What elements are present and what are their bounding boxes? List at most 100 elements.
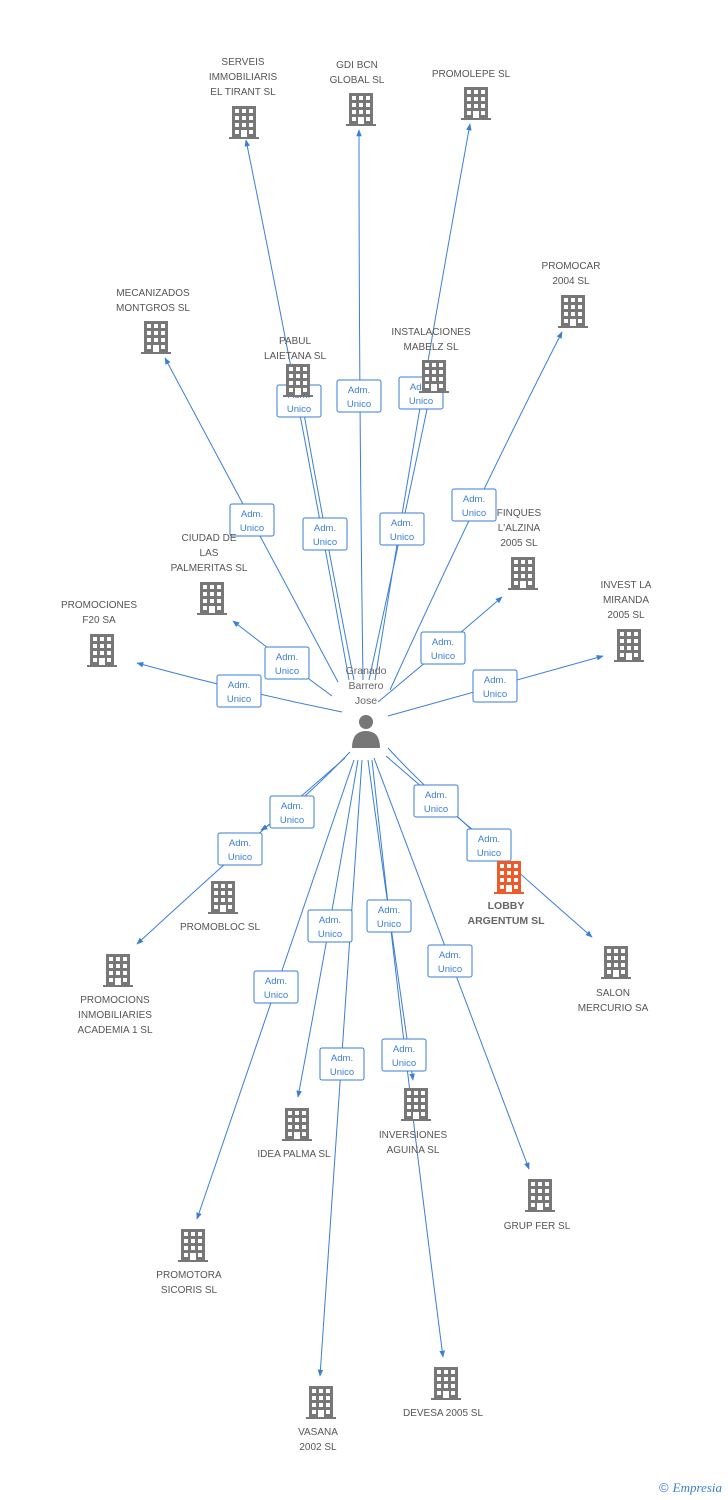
- badge-text: Adm.: [281, 801, 303, 812]
- person-name: Granado: [346, 665, 387, 677]
- badge-box: [427, 944, 473, 978]
- person-icon: [352, 715, 380, 748]
- company-label: ACADEMIA 1 SL: [77, 1025, 152, 1036]
- edge-badge-instalaciones[interactable]: Adm. Unico: [379, 512, 425, 546]
- badge-box: [472, 669, 518, 703]
- building-icon: [306, 1386, 336, 1419]
- company-node-finques[interactable]: FINQUES L'ALZINA 2005 SL: [497, 508, 542, 590]
- building-icon: [197, 582, 227, 615]
- badge-text: Unico: [330, 1067, 354, 1078]
- edge-badge-finques[interactable]: Adm.Unico: [420, 631, 466, 665]
- badge-text: Adm.: [229, 838, 251, 849]
- edge-badge-vasana[interactable]: Adm.Unico: [319, 1047, 365, 1081]
- person-name: Jose: [355, 695, 377, 707]
- company-label: SICORIS SL: [161, 1285, 218, 1296]
- building-icon: [419, 360, 449, 393]
- company-label: 2005 SL: [607, 610, 645, 621]
- footer-brand[interactable]: ©Empresia: [659, 1480, 722, 1496]
- company-label: F20 SA: [82, 615, 116, 626]
- badge-text: Unico: [392, 1058, 416, 1069]
- badge-text: Adm.: [319, 915, 341, 926]
- badge-box: [413, 784, 459, 818]
- company-label: 2005 SL: [500, 538, 538, 549]
- company-node-promocar[interactable]: PROMOCAR 2004 SL: [542, 261, 601, 328]
- badge-box: [216, 674, 262, 708]
- company-label: LAIETANA SL: [264, 351, 327, 362]
- badge-text: Unico: [347, 399, 371, 410]
- edge-badge-mecanizados[interactable]: Adm.Unico: [229, 503, 275, 537]
- building-icon: [178, 1229, 208, 1262]
- edge-badge-aguina[interactable]: Adm.Unico: [366, 899, 412, 933]
- company-label: LOBBY: [488, 900, 525, 912]
- badge-box: [217, 832, 263, 866]
- company-node-promobloc[interactable]: PROMOBLOC SL: [180, 881, 260, 933]
- badge-text: Adm.: [378, 905, 400, 916]
- edge-badge-promobloc[interactable]: Adm.Unico: [269, 795, 315, 829]
- company-label: INVERSIONES: [379, 1130, 448, 1141]
- badge-box: [264, 646, 310, 680]
- company-label: MERCURIO SA: [578, 1003, 649, 1014]
- edge-badge-devesa[interactable]: Adm.Unico: [381, 1038, 427, 1072]
- company-node-promf20[interactable]: PROMOCIONES F20 SA: [61, 600, 137, 667]
- building-icon: [229, 106, 259, 139]
- badge-text: Unico: [228, 852, 252, 863]
- company-label: PABUL: [279, 336, 311, 347]
- building-icon: [103, 954, 133, 987]
- edge-badge-lobby[interactable]: Adm.Unico: [466, 828, 512, 862]
- company-label: PROMOCAR: [542, 261, 601, 272]
- edge-badge-ideapalma[interactable]: Adm.Unico: [307, 909, 353, 943]
- company-node-devesa[interactable]: DEVESA 2005 SL: [403, 1367, 483, 1419]
- brand-name: Empresia: [672, 1480, 722, 1495]
- edge-badge-pabul[interactable]: Adm.Unico: [302, 517, 348, 551]
- building-icon: [141, 321, 171, 354]
- badge-box: [451, 488, 497, 522]
- badge-text: Adm.: [463, 494, 485, 505]
- badge-text: Adm.: [265, 976, 287, 987]
- edge-badge-promocar[interactable]: Adm.Unico: [451, 488, 497, 522]
- badge-text: Unico: [313, 537, 337, 548]
- edge-badge-gdi[interactable]: Adm.Unico: [336, 379, 382, 413]
- company-node-promolepe[interactable]: PROMOLEPE SL: [432, 69, 511, 120]
- company-node-grupfer[interactable]: GRUP FER SL: [504, 1179, 571, 1232]
- company-label: L'ALZINA: [498, 523, 541, 534]
- company-node-ideapalma[interactable]: IDEA PALMA SL: [257, 1108, 331, 1160]
- edge-badge-ciudad[interactable]: Adm.Unico: [264, 646, 310, 680]
- company-label: 2004 SL: [552, 276, 590, 287]
- badge-box: [336, 379, 382, 413]
- edge-badge-invest[interactable]: Adm.Unico: [472, 669, 518, 703]
- company-label: PALMERITAS SL: [171, 563, 248, 574]
- edge-badge-salon[interactable]: Adm.Unico: [413, 784, 459, 818]
- badge-text: Adm.: [391, 518, 413, 529]
- edge-badge-sicoris[interactable]: Adm.Unico: [253, 970, 299, 1004]
- company-label: IMMOBILIARIS: [209, 72, 278, 83]
- company-label: MIRANDA: [603, 595, 649, 606]
- company-label: PROMOBLOC SL: [180, 922, 260, 933]
- company-node-pabul[interactable]: PABUL LAIETANA SL: [264, 336, 327, 397]
- edge-badge-promf20[interactable]: Adm.Unico: [216, 674, 262, 708]
- edge-badge-academia[interactable]: Adm. Unico: [217, 832, 263, 866]
- company-label: FINQUES: [497, 508, 542, 519]
- badge-text: Unico: [390, 532, 414, 543]
- building-icon: [494, 861, 524, 894]
- edge-badge-grupfer[interactable]: Adm.Unico: [427, 944, 473, 978]
- badge-text: Unico: [227, 694, 251, 705]
- company-label: PROMOCIONES: [61, 600, 137, 611]
- badge-text: Adm.: [276, 652, 298, 663]
- badge-text: Adm.: [425, 790, 447, 801]
- badge-text: Unico: [240, 523, 264, 534]
- company-label: DEVESA 2005 SL: [403, 1408, 483, 1419]
- company-label: INSTALACIONES: [391, 327, 471, 338]
